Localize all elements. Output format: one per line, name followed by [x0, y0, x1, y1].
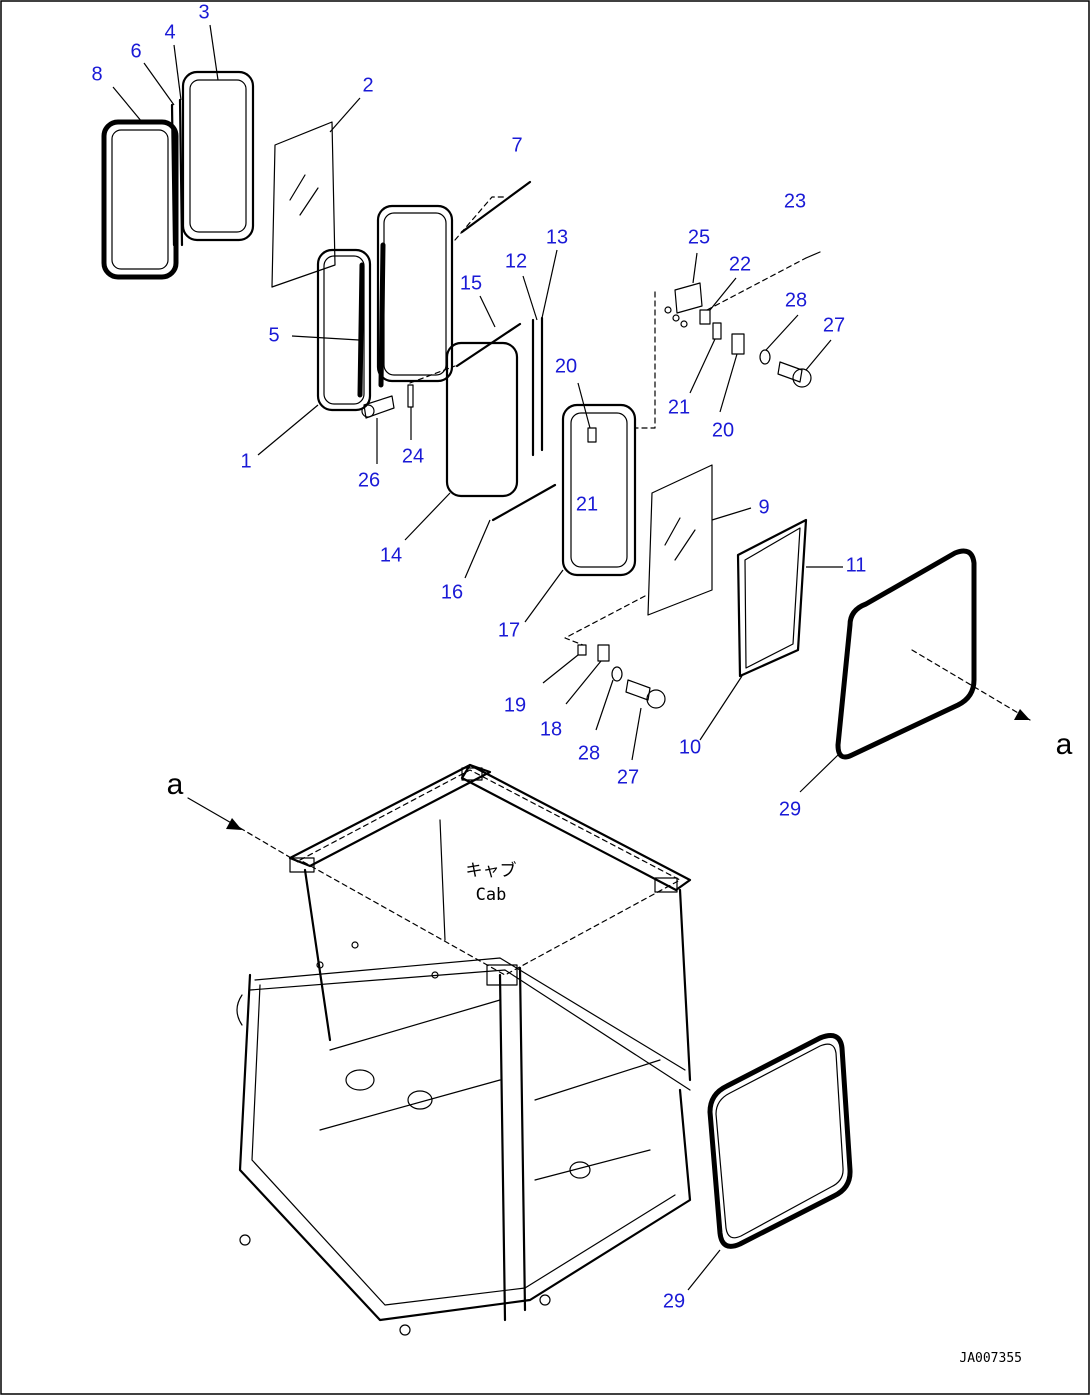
view-letter-left: a — [167, 768, 184, 801]
leader-lines — [112, 24, 843, 1291]
callout-25: 25 — [688, 226, 710, 248]
callout-20-upper: 20 — [555, 355, 577, 377]
callout-4: 4 — [164, 21, 175, 43]
callout-27-upper: 27 — [823, 314, 845, 336]
callout-2: 2 — [362, 74, 373, 96]
callout-14: 14 — [380, 544, 402, 566]
view-arrows — [187, 649, 1031, 863]
callout-23: 23 — [784, 190, 806, 212]
lower-frame-14 — [445, 316, 557, 522]
callout-29-lower: 29 — [663, 1290, 685, 1312]
seal-29-lower — [707, 1033, 853, 1249]
rear-window-assembly — [101, 70, 255, 280]
callout-19: 19 — [504, 694, 526, 716]
callout-15: 15 — [460, 272, 482, 294]
callout-18: 18 — [540, 718, 562, 740]
callout-7: 7 — [511, 134, 522, 156]
hinge-hardware-lower — [564, 595, 666, 709]
cab-structure — [236, 763, 692, 1336]
callouts: 1 2 3 4 5 6 7 8 9 10 11 12 13 14 15 16 1… — [91, 1, 866, 1312]
callout-26: 26 — [358, 469, 380, 491]
callout-8: 8 — [91, 63, 102, 85]
callout-17: 17 — [498, 619, 520, 641]
callout-29-upper: 29 — [779, 798, 801, 820]
callout-22: 22 — [729, 253, 751, 275]
hinge-hardware-upper — [635, 251, 821, 429]
cab-label-jp: キャブ — [466, 860, 517, 881]
callout-12: 12 — [505, 250, 527, 272]
seal-10-11 — [736, 518, 808, 678]
front-window-frame — [316, 180, 532, 412]
view-letter-right: a — [1056, 728, 1073, 761]
cab-label-en: Cab — [476, 885, 507, 905]
glass-9 — [647, 464, 713, 616]
callout-21-upper: 21 — [576, 493, 598, 515]
callout-27-lower: 27 — [617, 766, 639, 788]
callout-21-lower: 21 — [668, 396, 690, 418]
callout-24: 24 — [402, 445, 424, 467]
callout-20-lower: 20 — [712, 419, 734, 441]
callout-11: 11 — [846, 554, 867, 576]
frame-17 — [561, 403, 637, 577]
callout-6: 6 — [130, 40, 141, 62]
glass-2 — [271, 121, 336, 288]
callout-13: 13 — [546, 226, 568, 248]
callout-5: 5 — [268, 324, 279, 346]
callout-1: 1 — [240, 450, 251, 472]
callout-16: 16 — [441, 581, 463, 603]
callout-28-upper: 28 — [785, 289, 807, 311]
callout-9: 9 — [758, 496, 769, 518]
callout-3: 3 — [198, 1, 209, 23]
drawing-id: JA007355 — [959, 1351, 1022, 1366]
callout-28-lower: 28 — [578, 742, 600, 764]
seal-29-upper — [835, 548, 977, 760]
callout-10: 10 — [679, 736, 701, 758]
